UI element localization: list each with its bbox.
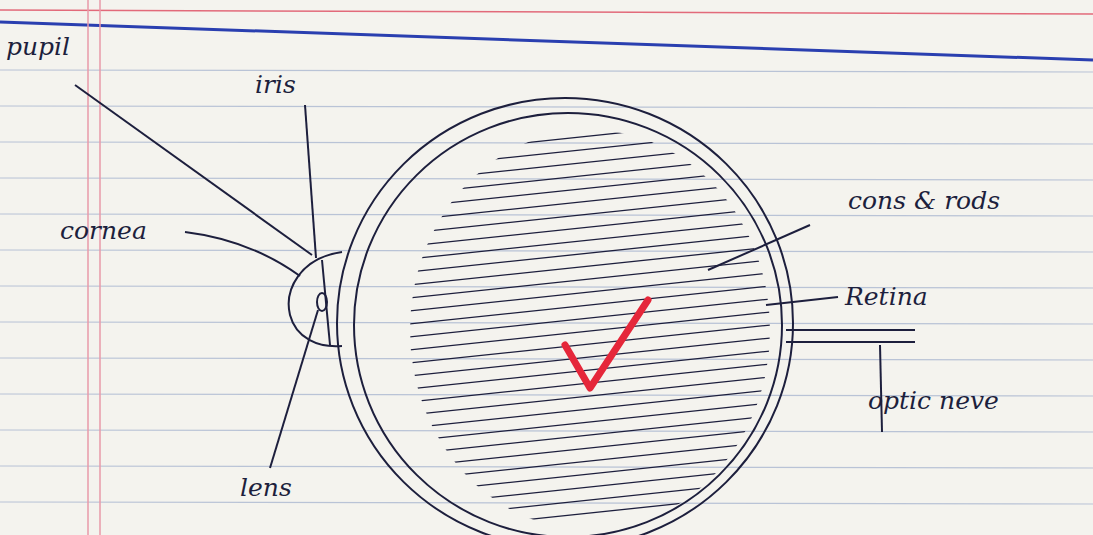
retina-label: Retina (845, 284, 928, 309)
optic-nerve-label: optic neve (868, 388, 999, 413)
lens-label: lens (240, 475, 292, 500)
iris-label: iris (255, 72, 296, 97)
cones-rods-label: cons & rods (848, 188, 1000, 213)
cornea-label: cornea (60, 218, 147, 243)
pupil-label: pupil (6, 34, 70, 59)
